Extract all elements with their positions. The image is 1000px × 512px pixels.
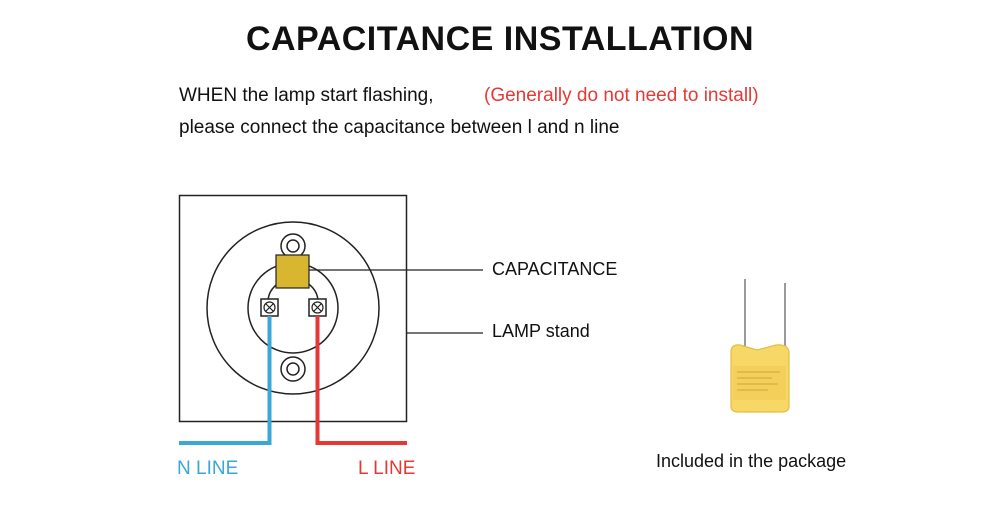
package-capacitor-image [730,279,790,413]
instruction-line-2: please connect the capacitance between l… [179,117,620,138]
n-line-label: N LINE [177,458,239,479]
lamp-outer-ring [206,221,380,395]
l-terminal-icon [308,298,327,317]
capacitor-block [275,254,310,289]
l-line-wire [315,316,407,445]
top-screw-icon [280,233,306,259]
install-note: (Generally do not need to install) [484,85,759,106]
bottom-screw-icon [280,356,306,382]
l-line-label: L LINE [358,458,416,479]
instruction-line-1: WHEN the lamp start flashing, [179,85,434,106]
package-caption: Included in the package [656,451,847,471]
lamp-stand-label: LAMP stand [492,321,590,341]
page-title: CAPACITANCE INSTALLATION [245,20,755,58]
capacitance-label: CAPACITANCE [492,259,618,279]
n-line-wire [179,316,272,445]
n-terminal-icon [260,298,279,317]
lamp-base-square [178,194,408,423]
